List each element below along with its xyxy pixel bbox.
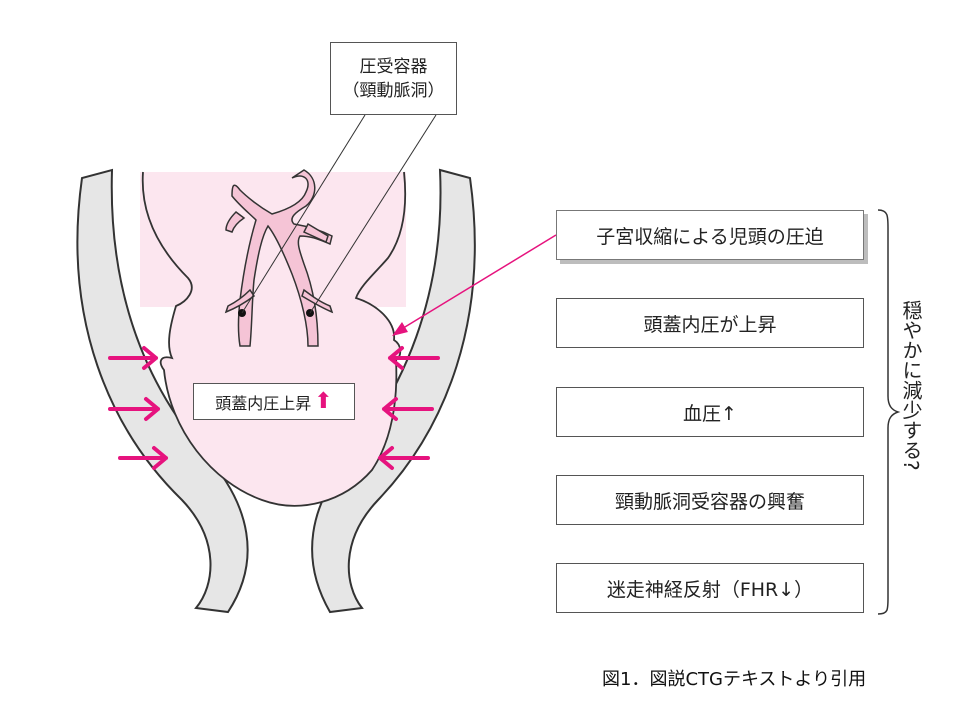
figure-caption: 図1．図説CTGテキストより引用	[602, 669, 867, 690]
pressure-pointer-head	[392, 322, 408, 336]
baroreceptor-label-line1: 圧受容器	[359, 56, 428, 77]
step-carotid-sinus-excitation: 頸動脈洞受容器の興奮	[556, 475, 864, 525]
arrow-right-3	[378, 446, 430, 470]
step-vagal-reflex: 迷走神経反射（FHR↓）	[556, 563, 864, 613]
baroreceptor-label-line2: （頸動脈洞）	[342, 80, 445, 101]
icp-rise-label: 頭蓋内圧上昇 ⬆	[193, 383, 355, 420]
receptor-leader-right	[309, 114, 437, 314]
carotid-arteries	[224, 169, 334, 347]
pressure-pointer-line	[399, 234, 557, 331]
fetal-head-outline	[141, 171, 407, 507]
step-head-compression: 子宮収縮による児頭の圧迫	[556, 210, 864, 260]
right-brace	[877, 209, 901, 615]
step-blood-pressure-rise: 血圧↑	[556, 387, 864, 437]
baroreceptor-label: 圧受容器 （頸動脈洞）	[330, 42, 457, 115]
receptor-leader-left	[241, 114, 366, 314]
icp-rise-text: 頭蓋内圧上昇	[215, 393, 312, 413]
arrow-right-1	[388, 346, 440, 370]
up-arrow-icon: ⬆	[314, 388, 333, 414]
arrow-left-1	[108, 346, 158, 370]
arrow-right-2	[382, 397, 434, 421]
compression-arrows	[108, 346, 440, 470]
arrow-left-2	[108, 397, 160, 421]
arrow-left-3	[118, 446, 168, 470]
step-icp-rise: 頭蓋内圧が上昇	[556, 298, 864, 348]
brace-note: 穏やかに減少する?	[899, 300, 923, 471]
